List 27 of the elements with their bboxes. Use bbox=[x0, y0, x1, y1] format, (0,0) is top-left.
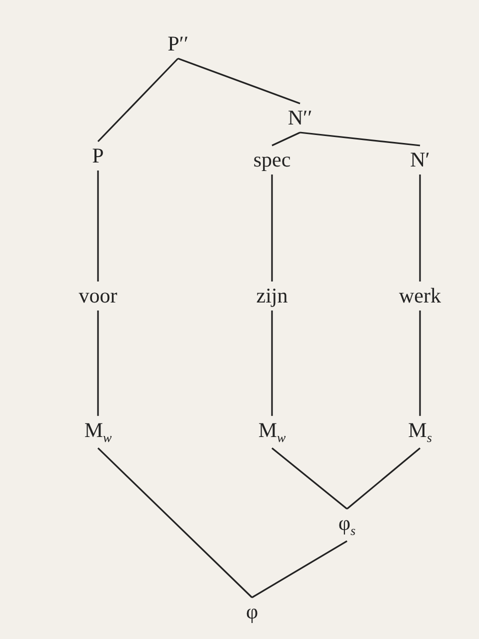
tree-branch-line bbox=[419, 174, 421, 282]
tree-node-label: φ$_{s}$ bbox=[337, 510, 357, 540]
tree-node-label: voor bbox=[78, 284, 118, 308]
tree-node-label: M$_{w}$ bbox=[257, 418, 287, 446]
tree-node-label: werk bbox=[398, 284, 442, 308]
tree-branch-line bbox=[97, 448, 253, 598]
tree-node-label: N′′ bbox=[286, 106, 314, 130]
tree-node-label: P′′ bbox=[166, 32, 190, 56]
tree-branch-line bbox=[252, 540, 348, 598]
tree-node-label: spec bbox=[252, 148, 292, 172]
tree-node-label: zijn bbox=[255, 284, 289, 308]
tree-branch-line bbox=[97, 170, 99, 282]
tree-node-label: P bbox=[91, 144, 105, 168]
tree-node-label: M$_{w}$ bbox=[83, 418, 113, 446]
tree-branch-line bbox=[419, 310, 421, 416]
tree-branch-line bbox=[272, 447, 348, 510]
tree-node-label: N′ bbox=[409, 148, 431, 172]
tree-branch-line bbox=[272, 132, 300, 146]
tree-branch-line bbox=[271, 174, 273, 282]
tree-branch-line bbox=[97, 58, 179, 142]
tree-node-label: φ bbox=[244, 600, 260, 624]
tree-branch-line bbox=[300, 132, 420, 146]
tree-branch-line bbox=[346, 447, 421, 510]
tree-node-label: M$_{s}$ bbox=[407, 418, 433, 446]
tree-branch-line bbox=[97, 310, 99, 416]
tree-branch-line bbox=[178, 58, 300, 104]
tree-branch-line bbox=[271, 310, 273, 416]
